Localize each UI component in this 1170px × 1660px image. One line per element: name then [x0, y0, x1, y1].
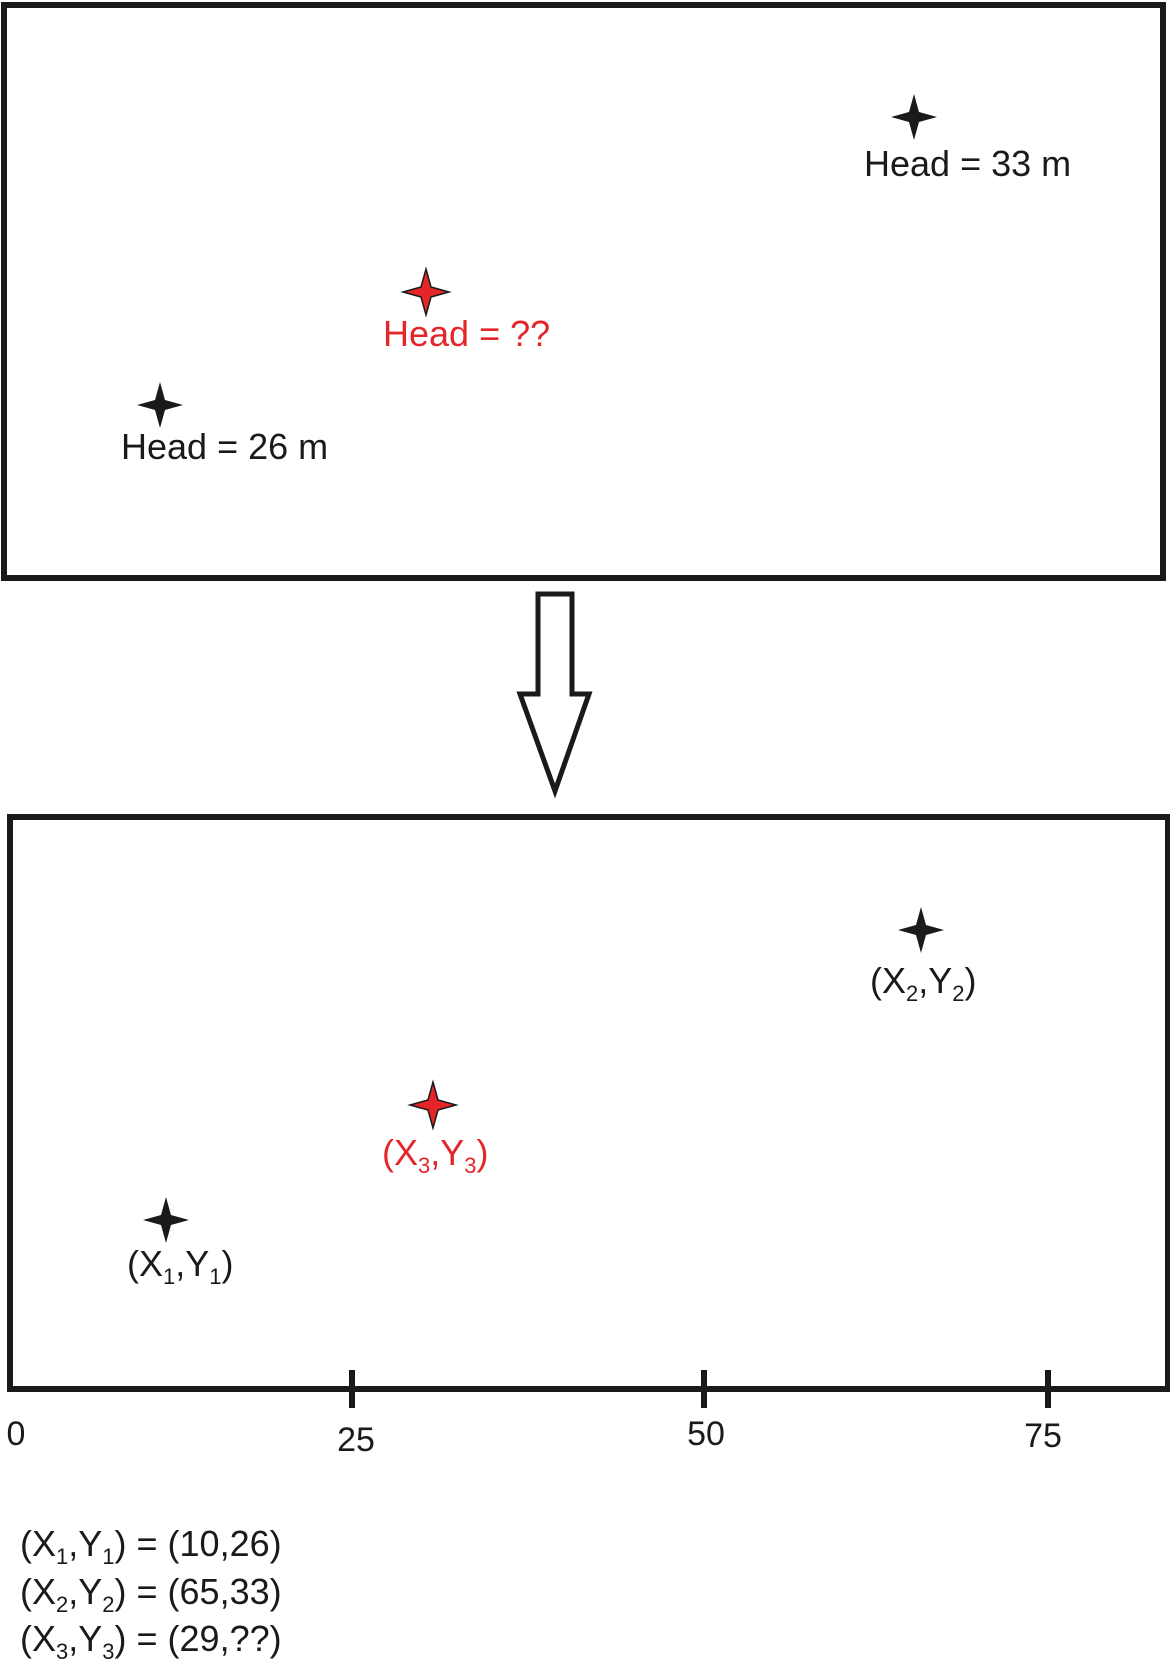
well-1-marker-icon — [137, 382, 183, 428]
well-3-xy-label: (X3,Y3) — [382, 1132, 489, 1178]
well-3-head-label: Head = ?? — [383, 313, 550, 354]
bottom-panel-frame — [7, 814, 1170, 1392]
x-tick-label-50: 50 — [687, 1415, 725, 1453]
well-3-marker-icon — [402, 268, 450, 316]
coordinate-equations: (X1,Y1) = (10,26) (X2,Y2) = (65,33) (X3,… — [20, 1523, 282, 1660]
equation-1: (X1,Y1) = (10,26) — [20, 1523, 282, 1569]
x-tick-label-25: 25 — [337, 1421, 375, 1459]
well-1-head-label: Head = 26 m — [121, 426, 328, 467]
bottom-panel: 0 25 50 75 (X2,Y2) (X3,Y3) (X1,Y1) — [7, 814, 1170, 1459]
well-3-xy-marker-icon — [409, 1081, 457, 1129]
top-panel: Head = 33 m Head = ?? Head = 26 m — [1, 2, 1166, 581]
well-2-xy-label: (X2,Y2) — [870, 960, 977, 1006]
well-2-head-label: Head = 33 m — [864, 143, 1071, 184]
x-axis: 0 25 50 75 — [7, 1370, 1062, 1459]
well-1-xy-label: (X1,Y1) — [127, 1243, 234, 1289]
x-tick-label-0: 0 — [7, 1415, 26, 1453]
down-arrow-icon — [516, 591, 593, 799]
top-panel-frame — [1, 2, 1166, 581]
well-1-xy-marker-icon — [143, 1197, 189, 1243]
well-2-marker-icon — [891, 94, 937, 140]
equation-2: (X2,Y2) = (65,33) — [20, 1571, 282, 1617]
x-tick-label-75: 75 — [1024, 1417, 1062, 1455]
well-2-xy-marker-icon — [898, 907, 944, 953]
equation-3: (X3,Y3) = (29,??) — [20, 1618, 282, 1660]
